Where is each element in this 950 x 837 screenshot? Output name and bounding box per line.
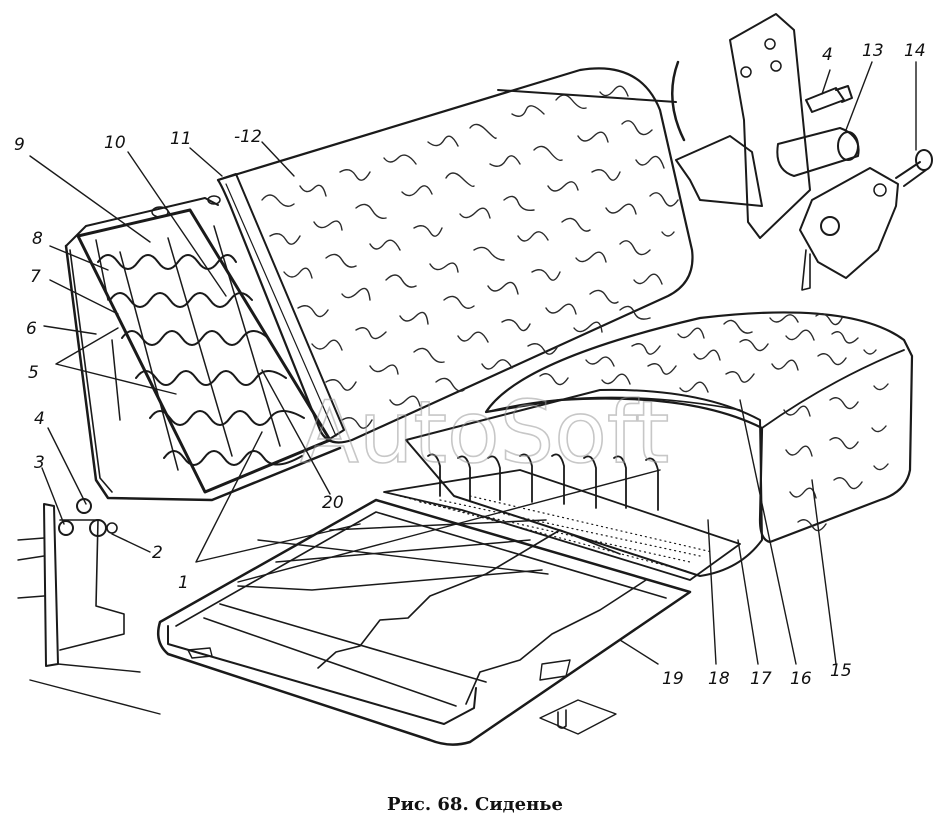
seat-cushion bbox=[484, 311, 914, 544]
callout-18: 18 bbox=[708, 669, 730, 689]
callout-14: 14 bbox=[904, 41, 926, 61]
callout-7: 7 bbox=[30, 267, 41, 287]
callout-11: 11 bbox=[170, 129, 192, 149]
watermark: AutoSoft bbox=[300, 383, 669, 483]
seat-frame bbox=[157, 469, 692, 746]
callout-1: 1 bbox=[178, 573, 189, 593]
callout-4-right: 4 bbox=[822, 45, 833, 65]
callout-8: 8 bbox=[32, 229, 43, 249]
callout-10: 10 bbox=[104, 133, 126, 153]
callout-17: 17 bbox=[750, 669, 772, 689]
figure-caption: Рис. 68. Сиденье bbox=[387, 794, 563, 815]
callout-3: 3 bbox=[34, 453, 45, 473]
callout-2: 2 bbox=[152, 543, 163, 563]
callout-13: 13 bbox=[862, 41, 884, 61]
floor-bracket-detail bbox=[17, 498, 161, 715]
hinge-bracket-detail bbox=[497, 13, 933, 291]
backrest-cushion bbox=[216, 67, 694, 444]
callout-5: 5 bbox=[28, 363, 39, 383]
leader-lines bbox=[29, 61, 917, 665]
callout-6: 6 bbox=[26, 319, 37, 339]
callout-15: 15 bbox=[830, 661, 852, 681]
callout-19: 19 bbox=[662, 669, 684, 689]
backrest-frame bbox=[64, 197, 342, 502]
backrest-springs bbox=[97, 195, 305, 471]
callout-12: -12 bbox=[234, 127, 262, 147]
callout-labels: 9 10 11 -12 8 7 6 5 4 3 2 1 20 4 13 14 1… bbox=[14, 41, 926, 689]
callout-4-left: 4 bbox=[34, 409, 45, 429]
callout-16: 16 bbox=[790, 669, 812, 689]
callout-20: 20 bbox=[322, 493, 344, 513]
callout-9: 9 bbox=[14, 135, 25, 155]
